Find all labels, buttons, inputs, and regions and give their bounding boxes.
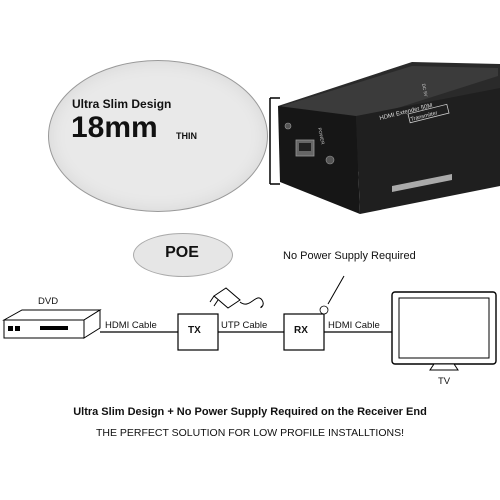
hdmi-cable-2-label: HDMI Cable: [328, 320, 380, 331]
dvd-label: DVD: [38, 296, 59, 307]
utp-cable-label: UTP Cable: [221, 320, 268, 331]
side-grille: [392, 174, 452, 192]
callout-thin: THIN: [176, 131, 197, 141]
no-power-arrow: [327, 275, 345, 305]
tv-icon: [391, 291, 497, 371]
tx-box: [177, 313, 219, 351]
device-front-face: [278, 106, 360, 214]
connection-diagram: DVD HDMI Cable TX UTP Cable RX HDMI Cabl…: [0, 270, 500, 400]
power-adapter-icon: [209, 287, 264, 309]
hdmi-cable-1-label: HDMI Cable: [105, 320, 157, 331]
size-callout-ellipse: [48, 60, 268, 212]
tv-label: TV: [438, 376, 451, 387]
svg-text:DC 5V: DC 5V: [421, 83, 429, 97]
dvd-player: [2, 309, 102, 339]
callout-size: 18mm: [71, 111, 158, 144]
svg-text:POWER: POWER: [317, 127, 326, 145]
device-photo: HDMI Extender 50M Transmitter POWER DC 5…: [269, 62, 500, 214]
poe-pill: [133, 233, 233, 277]
rx-label: RX: [294, 325, 308, 336]
device-side-face: [356, 88, 500, 214]
dc-port: [325, 155, 335, 165]
tx-label: TX: [188, 325, 201, 336]
footer-line-2: THE PERFECT SOLUTION FOR LOW PROFILE INS…: [95, 427, 405, 439]
footer-line-1: Ultra Slim Design + No Power Supply Requ…: [73, 406, 427, 418]
poe-label: POE: [165, 244, 199, 261]
callout-title: Ultra Slim Design: [72, 97, 172, 111]
no-power-label: No Power Supply Required: [283, 250, 416, 262]
